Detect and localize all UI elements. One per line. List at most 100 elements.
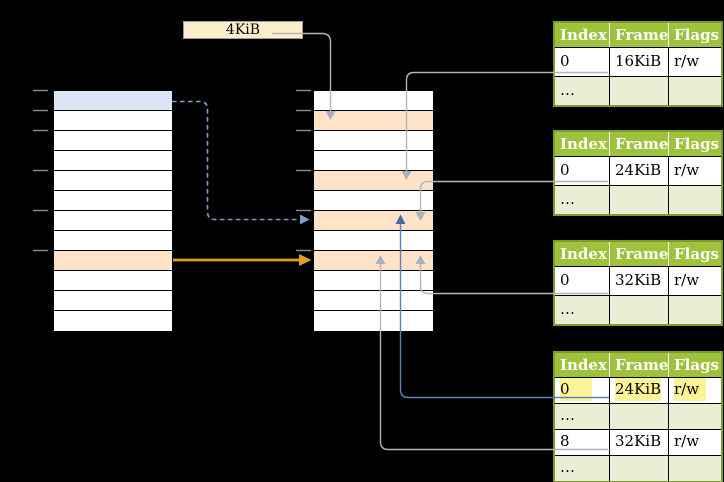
virtual-row-4 [54, 171, 172, 191]
cell-text: 16KiB [615, 52, 662, 70]
frame-table-32kib-row-1-cell-2 [669, 296, 721, 324]
physical-row-1 [314, 111, 433, 131]
virtual-row-5 [54, 191, 172, 211]
frame-table-mixed-row-2-cell-2: r/w [669, 430, 721, 455]
physical-column-tick-marks [296, 89, 311, 252]
physical-row-6 [314, 211, 433, 231]
physical-row-4 [314, 171, 433, 191]
virtual-row-3 [54, 151, 172, 171]
virtual-row-0 [54, 91, 172, 111]
column-header-index: Index [555, 132, 610, 156]
frame-table-16kib-row-0-cell-1: 16KiB [610, 48, 669, 76]
physical-row-10 [314, 291, 433, 311]
column-header-flags: Flags [674, 356, 719, 374]
frame-table-mixed-row-0: 0 24KiB r/w [555, 377, 721, 403]
frame-table-mixed-row-2-cell-1: 32KiB [610, 430, 669, 455]
column-header-frame: Frame [610, 242, 669, 266]
frame-table-16kib-row-1-cell-1 [610, 77, 669, 105]
physical-row-11 [314, 311, 433, 331]
cell-text: 8 [560, 432, 570, 450]
column-header-index: Index [555, 353, 610, 377]
physical-row-5 [314, 191, 433, 211]
cell-text: … [560, 81, 575, 99]
cell-text: 24KiB [615, 378, 662, 401]
cell-text: 0 [560, 378, 592, 401]
frame-table-24kib-row-0-cell-1: 24KiB [610, 157, 669, 185]
frame-table-mixed-row-3-cell-0: … [555, 456, 610, 481]
physical-row-9 [314, 271, 433, 291]
frame-table-mixed-row-2: 8 32KiB r/w [555, 429, 721, 455]
frame-table-mixed-row-1-cell-1 [610, 404, 669, 429]
frame-table-16kib-row-1-cell-0: … [555, 77, 610, 105]
frame-table-mixed-row-1: … [555, 403, 721, 429]
cell-text: … [560, 406, 575, 424]
virtual-memory-column [53, 90, 173, 331]
cell-text: … [560, 300, 575, 318]
cell-text: 0 [560, 161, 570, 179]
virtual-row-9 [54, 271, 172, 291]
frame-table-24kib-row-0-cell-2: r/w [669, 157, 721, 185]
cell-text: 32KiB [615, 271, 662, 289]
page-size-label: 4KiB [225, 22, 261, 38]
frame-table-mixed-row-0-cell-1: 24KiB [610, 378, 669, 403]
frame-table-16kib-row-1-cell-2 [669, 77, 721, 105]
column-header-flags: Flags [674, 135, 719, 153]
physical-row-3 [314, 151, 433, 171]
arrow-right-icon [300, 214, 310, 225]
column-header-flags: Flags [674, 245, 719, 263]
frame-table-mixed-row-3-cell-2 [669, 456, 721, 481]
cell-text: 0 [560, 271, 570, 289]
frame-table-24kib-row-0-cell-0: 0 [555, 157, 610, 185]
physical-memory-column [313, 90, 434, 331]
virtual-row-7 [54, 231, 172, 251]
cell-text: … [560, 190, 575, 208]
frame-table-32kib-row-0-cell-0: 0 [555, 267, 610, 295]
virtual-row-6 [54, 211, 172, 231]
frame-table-24kib-row-1: … [555, 185, 721, 214]
column-header-frame: Frame [610, 353, 669, 377]
frame-table-mixed-row-0-cell-2: r/w [669, 378, 721, 403]
virtual-row-10 [54, 291, 172, 311]
frame-table-16kib-row-0-cell-0: 0 [555, 48, 610, 76]
frame-table-24kib-row-1-cell-1 [610, 186, 669, 214]
frame-table-24kib-row-1-cell-2 [669, 186, 721, 214]
frame-table-mixed-row-2-cell-0: 8 [555, 430, 610, 455]
connector-virtual-to-physical-dashed [172, 100, 310, 225]
column-header-index: Index [555, 23, 610, 47]
frame-table-mixed-row-1-cell-0: … [555, 404, 610, 429]
frame-table-mixed-row-3-cell-1 [610, 456, 669, 481]
frame-table-mixed-row-1-cell-2 [669, 404, 721, 429]
frame-table-32kib-row-1-cell-1 [610, 296, 669, 324]
frame-table-32kib-row-1: … [555, 295, 721, 324]
physical-row-2 [314, 131, 433, 151]
virtual-column-tick-marks [33, 89, 48, 252]
physical-row-0 [314, 91, 433, 111]
cell-text: … [560, 458, 575, 476]
connector-virtual-to-physical-orange [173, 254, 312, 266]
frame-table-mixed-row-0-cell-0: 0 [555, 378, 610, 403]
virtual-row-1 [54, 111, 172, 131]
cell-text: r/w [674, 378, 706, 401]
column-header-frame: Frame [610, 132, 669, 156]
column-header-index: Index [555, 242, 610, 266]
frame-table-32kib-row-0-cell-1: 32KiB [610, 267, 669, 295]
frame-table-16kib-row-1: … [555, 76, 721, 105]
cell-text: 0 [560, 52, 570, 70]
column-header-flags: Flags [674, 26, 719, 44]
cell-text: 32KiB [615, 432, 662, 450]
column-header-frame: Frame [610, 23, 669, 47]
physical-row-7 [314, 231, 433, 251]
arrow-right-icon [299, 254, 312, 266]
physical-row-8 [314, 251, 433, 271]
